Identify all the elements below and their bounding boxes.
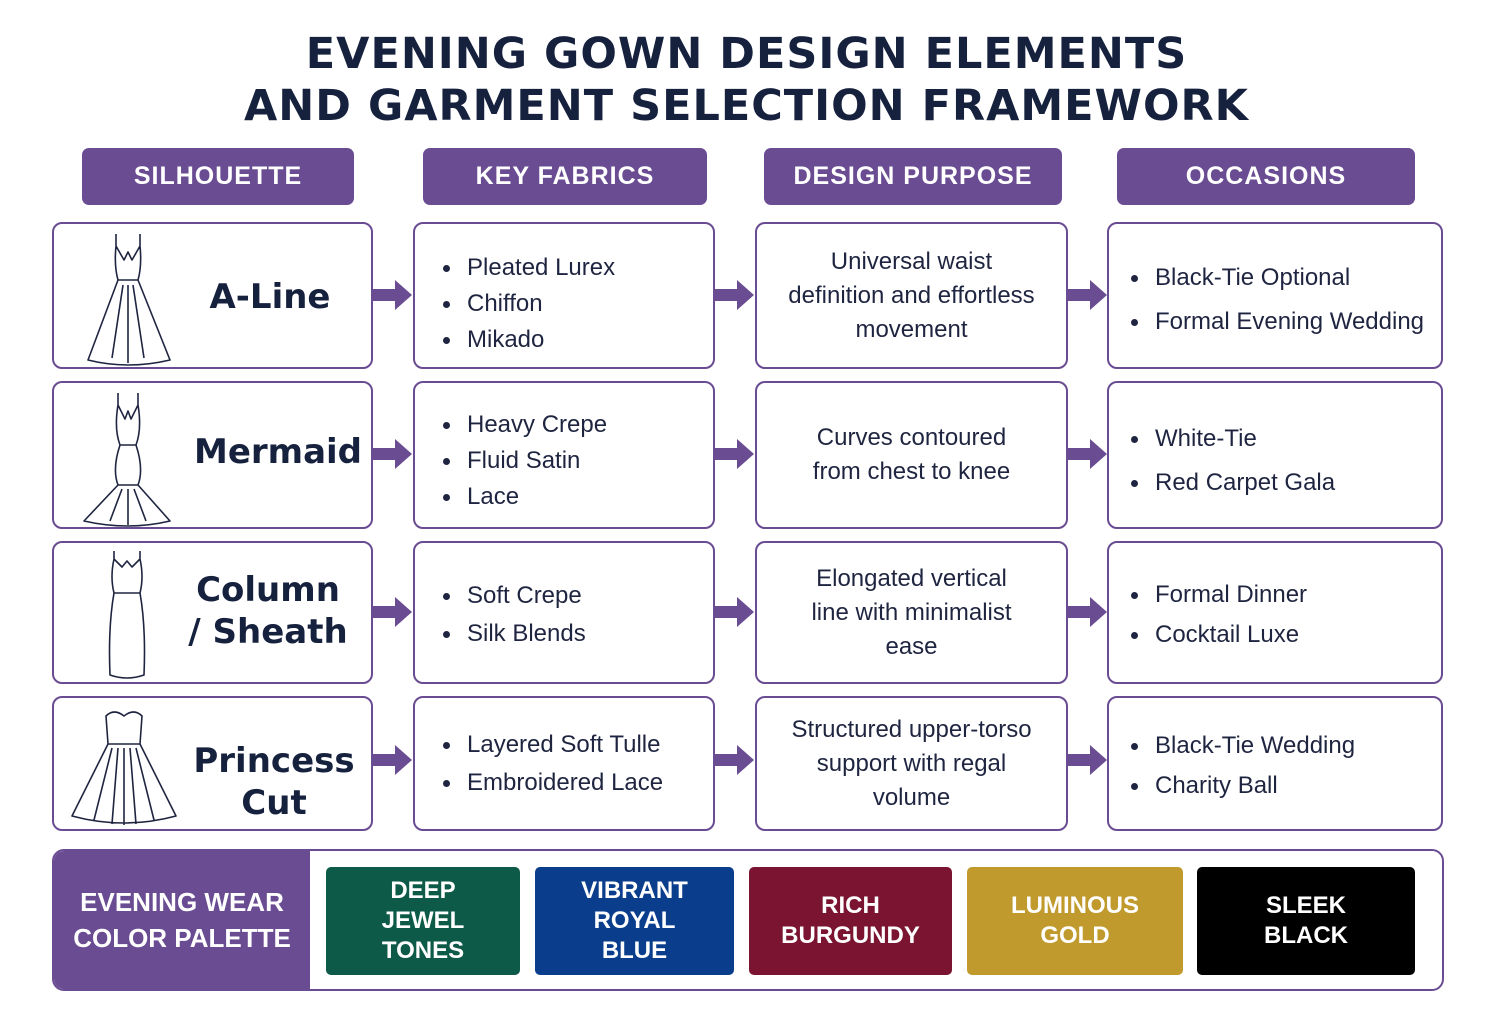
fabric-list: Heavy Crepe Fluid Satin Lace (441, 407, 607, 515)
list-item: Chiffon (441, 286, 615, 322)
row-mermaid-fabrics-card: Heavy Crepe Fluid Satin Lace (413, 381, 715, 529)
list-item: Soft Crepe (441, 577, 586, 615)
header-silhouette: SILHOUETTE (82, 148, 354, 205)
mermaid-dress-icon (83, 393, 171, 527)
list-item: Formal Evening Wedding (1129, 300, 1424, 344)
row-princess-occasions-card: Black-Tie Wedding Charity Ball (1107, 696, 1443, 831)
swatch-rich-burgundy: RICH BURGUNDY (749, 867, 952, 975)
arrow-right-icon (715, 597, 754, 627)
arrow-right-icon (1068, 439, 1107, 469)
swatch-label: LUMINOUS GOLD (1011, 892, 1139, 949)
arrow-right-icon (715, 280, 754, 310)
list-item: Embroidered Lace (441, 764, 663, 802)
occasion-list: White-Tie Red Carpet Gala (1129, 417, 1335, 505)
row-a-line-silhouette-card: A-Line (52, 222, 373, 369)
list-item: Black-Tie Optional (1129, 256, 1424, 300)
swatch-label: VIBRANT ROYAL BLUE (581, 877, 688, 964)
row-a-line-fabrics-card: Pleated Lurex Chiffon Mikado (413, 222, 715, 369)
header-occasions: OCCASIONS (1117, 148, 1415, 205)
princess-dress-icon (71, 711, 177, 825)
row-column-occasions-card: Formal Dinner Cocktail Luxe (1107, 541, 1443, 684)
title-line-2: AND GARMENT SELECTION FRAMEWORK (244, 81, 1249, 131)
arrow-right-icon (373, 280, 412, 310)
list-item: Black-Tie Wedding (1129, 726, 1355, 766)
arrow-right-icon (1068, 280, 1107, 310)
swatch-deep-jewel-tones: DEEP JEWEL TONES (326, 867, 520, 975)
title-line-1: EVENING GOWN DESIGN ELEMENTS (305, 29, 1188, 79)
palette-label-text: EVENING WEAR COLOR PALETTE (73, 887, 291, 953)
row-princess-fabrics-card: Layered Soft Tulle Embroidered Lace (413, 696, 715, 831)
purpose-text: Universal waist definition and effortles… (788, 247, 1035, 343)
list-item: Heavy Crepe (441, 407, 607, 443)
row-column-silhouette-card: Column / Sheath (52, 541, 373, 684)
list-item: Cocktail Luxe (1129, 615, 1307, 655)
swatch-sleek-black: SLEEK BLACK (1197, 867, 1415, 975)
swatch-label: RICH BURGUNDY (781, 892, 920, 949)
occasion-list: Black-Tie Wedding Charity Ball (1129, 726, 1355, 806)
swatch-label: DEEP JEWEL TONES (381, 877, 465, 964)
fabric-list: Layered Soft Tulle Embroidered Lace (441, 726, 663, 802)
occasion-list: Formal Dinner Cocktail Luxe (1129, 575, 1307, 655)
row-column-purpose-card: Elongated vertical line with minimalist … (755, 541, 1068, 684)
list-item: Silk Blends (441, 615, 586, 653)
column-dress-icon (108, 551, 146, 679)
row-mermaid-purpose-card: Curves contoured from chest to knee (755, 381, 1068, 529)
row-a-line-purpose-card: Universal waist definition and effortles… (755, 222, 1068, 369)
arrow-right-icon (373, 439, 412, 469)
silhouette-name: Princess Cut (193, 741, 355, 823)
list-item: Formal Dinner (1129, 575, 1307, 615)
arrow-right-icon (715, 439, 754, 469)
list-item: Fluid Satin (441, 443, 607, 479)
silhouette-name: Column / Sheath (188, 570, 348, 652)
list-item: Layered Soft Tulle (441, 726, 663, 764)
palette-label: EVENING WEAR COLOR PALETTE (54, 851, 310, 989)
list-item: Mikado (441, 322, 615, 358)
fabric-list: Soft Crepe Silk Blends (441, 577, 586, 653)
list-item: Lace (441, 479, 607, 515)
header-design-purpose: DESIGN PURPOSE (764, 148, 1062, 205)
swatch-vibrant-royal-blue: VIBRANT ROYAL BLUE (535, 867, 734, 975)
fabric-list: Pleated Lurex Chiffon Mikado (441, 250, 615, 358)
list-item: White-Tie (1129, 417, 1335, 461)
arrow-right-icon (1068, 745, 1107, 775)
row-a-line-occasions-card: Black-Tie Optional Formal Evening Weddin… (1107, 222, 1443, 369)
silhouette-name: A-Line (209, 277, 331, 317)
silhouette-name: Mermaid (194, 432, 363, 472)
swatch-luminous-gold: LUMINOUS GOLD (967, 867, 1183, 975)
row-princess-silhouette-card: Princess Cut (52, 696, 373, 831)
list-item: Charity Ball (1129, 766, 1355, 806)
list-item: Pleated Lurex (441, 250, 615, 286)
purpose-text: Elongated vertical line with minimalist … (811, 564, 1012, 660)
occasion-list: Black-Tie Optional Formal Evening Weddin… (1129, 256, 1424, 344)
color-palette-panel: EVENING WEAR COLOR PALETTE DEEP JEWEL TO… (52, 849, 1444, 991)
row-princess-purpose-card: Structured upper-torso support with rega… (755, 696, 1068, 831)
row-column-fabrics-card: Soft Crepe Silk Blends (413, 541, 715, 684)
a-line-dress-icon (87, 234, 171, 366)
list-item: Red Carpet Gala (1129, 461, 1335, 505)
row-mermaid-silhouette-card: Mermaid (52, 381, 373, 529)
page-title: EVENING GOWN DESIGN ELEMENTS AND GARMENT… (0, 28, 1493, 132)
row-mermaid-occasions-card: White-Tie Red Carpet Gala (1107, 381, 1443, 529)
arrow-right-icon (1068, 597, 1107, 627)
purpose-text: Structured upper-torso support with rega… (791, 715, 1032, 811)
arrow-right-icon (373, 597, 412, 627)
purpose-text: Curves contoured from chest to knee (812, 424, 1011, 485)
arrow-right-icon (373, 745, 412, 775)
arrow-right-icon (715, 745, 754, 775)
header-key-fabrics: KEY FABRICS (423, 148, 707, 205)
swatch-label: SLEEK BLACK (1264, 892, 1348, 949)
